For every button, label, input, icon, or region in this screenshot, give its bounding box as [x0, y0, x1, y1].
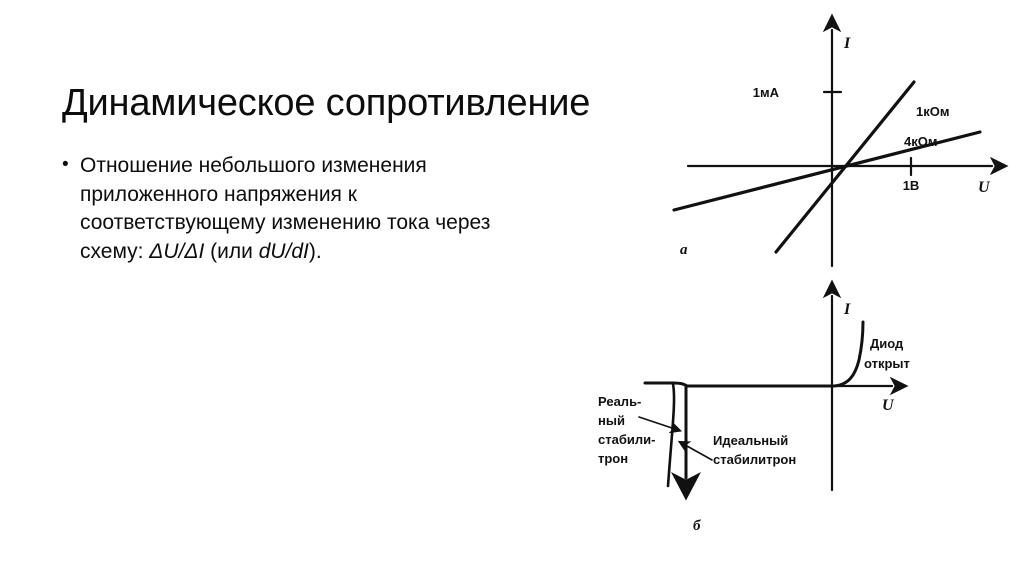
- bullet-line-4-suffix: ).: [308, 239, 322, 263]
- figure-a-linear-resistors: 1мА 1В 1кОм 4кОм I U а: [660, 13, 1024, 280]
- figure-b-annotation-real-line1: Реаль-: [598, 394, 641, 409]
- figure-b-u-axis-label: U: [882, 397, 895, 414]
- list-item: • Отношение небольшого изменения приложе…: [62, 152, 672, 266]
- figure-b-i-axis-label: I: [843, 301, 851, 318]
- figure-a-x-tick-label: 1В: [903, 178, 920, 193]
- bullet-line-3: соответствующему изменению тока через: [80, 211, 491, 235]
- figure-b-zener-diode: Диод открыт Реаль- ный стабили- трон Иде…: [560, 279, 1024, 572]
- figure-a-label-1kohm: 1кОм: [916, 104, 949, 119]
- figure-a-svg: 1мА 1В 1кОм 4кОм I U а: [672, 13, 1009, 268]
- bullet-line-4-prefix: схему:: [80, 239, 150, 263]
- figure-a-panel-label: а: [680, 242, 688, 258]
- figure-a-label-4kohm: 4кОм: [904, 134, 937, 149]
- figure-b-curve-diode-forward: [832, 320, 865, 388]
- bullet-list: • Отношение небольшого изменения приложе…: [62, 152, 672, 266]
- formula-delta-u-delta-i: ΔU/ΔI: [149, 239, 205, 263]
- figure-b-annotation-diode-line1: Диод: [870, 336, 904, 351]
- figure-b-leader-real-zener: [638, 416, 683, 434]
- figure-a-y-tick-label: 1мА: [753, 85, 780, 100]
- figure-a-u-axis-label: U: [978, 179, 991, 196]
- figure-b-svg: Диод открыт Реаль- ный стабили- трон Иде…: [598, 279, 910, 534]
- figure-b-curve-real-zener: [666, 382, 676, 488]
- figure-b-reverse-leakage: [671, 381, 834, 388]
- figure-a-curve-4kohm: [672, 130, 982, 212]
- figure-b-annotation-real-line4: трон: [598, 451, 628, 466]
- page-title: Динамическое сопротивление: [62, 82, 591, 125]
- figure-b-annotation-ideal-line2: стабилитрон: [713, 452, 796, 467]
- bullet-marker: •: [62, 154, 69, 175]
- figure-b-annotation-real-line3: стабили-: [598, 432, 655, 447]
- bullet-line-2: приложенного напряжения к: [80, 182, 357, 206]
- bullet-line-4-middle: (или: [204, 239, 259, 263]
- figure-b-panel-label: б: [693, 518, 701, 534]
- bullet-line-1: Отношение небольшого изменения: [80, 154, 427, 177]
- figure-b-annotation-real-line2: ный: [598, 413, 625, 428]
- figure-a-i-axis-label: I: [843, 35, 851, 52]
- figure-b-annotation-ideal-line1: Идеальный: [713, 433, 788, 448]
- figure-b-annotation-diode-line2: открыт: [864, 356, 910, 371]
- figure-b-leader-ideal-zener: [677, 440, 713, 461]
- bullet-text: Отношение небольшого изменения приложенн…: [80, 152, 672, 266]
- formula-du-di: dU/dI: [258, 239, 309, 263]
